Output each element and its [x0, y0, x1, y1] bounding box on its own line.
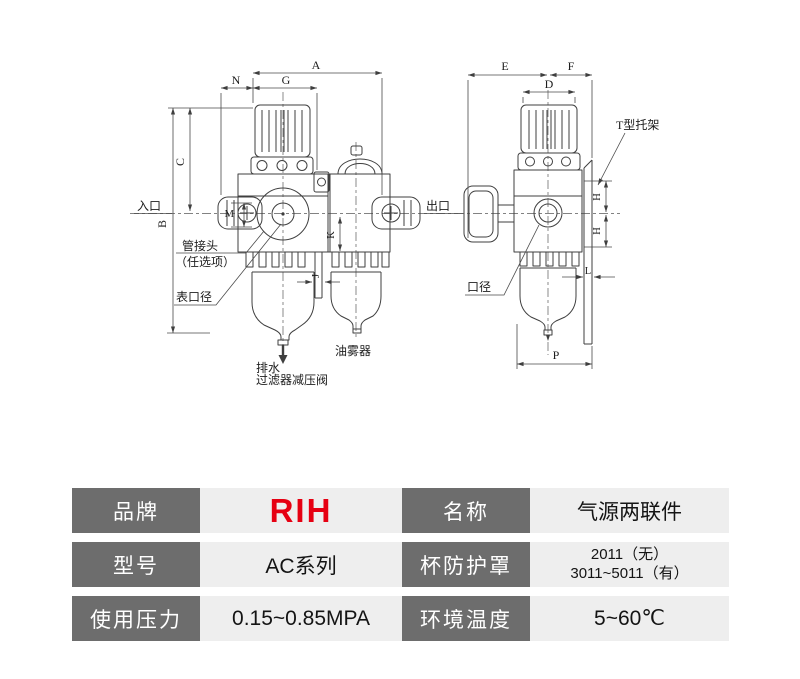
- dim-h-upper-label: H: [592, 193, 603, 201]
- dim-d-label: D: [545, 77, 554, 91]
- spec-label-temperature: 环境温度: [402, 596, 530, 641]
- spec-value-name: 气源两联件: [530, 488, 729, 533]
- unit-name-label: 过滤器减压阀: [256, 373, 328, 387]
- spec-value-model: AC系列: [200, 542, 402, 587]
- regulator-knob: [254, 104, 311, 158]
- spec-label-name: 名称: [402, 488, 530, 533]
- side-knob: [520, 104, 578, 154]
- front-view-callouts: 入口 出口 管接头 （任选项） 表口径 油雾器 排水 过滤器减压阀: [134, 199, 458, 387]
- regulator-collar: [250, 156, 314, 175]
- t-bracket: [583, 159, 593, 345]
- fitting-note-line2: （任选项）: [175, 255, 235, 269]
- dim-a-label: A: [312, 58, 321, 72]
- pressure-gauge-side: [463, 185, 515, 243]
- dim-b-label: B: [155, 220, 169, 228]
- spec-label-cup-cover: 杯防护罩: [402, 542, 530, 587]
- dim-m-label: M: [225, 209, 235, 220]
- lubricator-bowl: [330, 271, 382, 334]
- side-collar: [517, 152, 581, 171]
- port-bore: [533, 198, 563, 228]
- dim-l-label: L: [585, 266, 591, 277]
- dim-k-label: K: [326, 231, 337, 239]
- bracket-label: T型托架: [616, 118, 659, 132]
- dim-c-label: C: [173, 158, 187, 166]
- drain-arrow-icon: [278, 345, 288, 364]
- spec-label-model: 型号: [72, 542, 200, 587]
- centerlines: [130, 92, 466, 362]
- flange-ribs: [238, 251, 390, 268]
- spec-value-brand: RIH: [200, 488, 402, 533]
- side-view-callouts: 口径 T型托架: [465, 118, 659, 296]
- cup-cover-line2: 3011~5011（有）: [570, 564, 689, 582]
- spec-value-cup-cover: 2011（无） 3011~5011（有）: [530, 542, 729, 587]
- gauge-port-label: 表口径: [176, 290, 212, 304]
- inlet-label: 入口: [137, 199, 161, 213]
- port-size-label: 口径: [467, 280, 491, 294]
- dim-f-label: F: [568, 59, 575, 73]
- dim-h-lower-label: H: [592, 227, 603, 235]
- spec-value-pressure: 0.15~0.85MPA: [200, 596, 402, 641]
- dim-j-label: J: [311, 274, 322, 278]
- side-bowl: [519, 267, 577, 341]
- drip-tube: [314, 252, 323, 299]
- dim-g-label: G: [282, 73, 291, 87]
- dim-n-label: N: [232, 73, 241, 87]
- spec-label-brand: 品牌: [72, 488, 200, 533]
- spec-value-temperature: 5~60℃: [530, 596, 729, 641]
- outlet-label: 出口: [426, 199, 450, 213]
- dim-e-label: E: [501, 59, 508, 73]
- lubricator-body: [329, 145, 391, 253]
- front-view-drawing: A N G C B M K J 入口 出口: [130, 58, 466, 387]
- side-view-drawing: E F D H H L P 口径 T型托架: [455, 59, 659, 369]
- spec-label-pressure: 使用压力: [72, 596, 200, 641]
- drain-label: 排水: [256, 361, 280, 375]
- cup-cover-line1: 2011（无）: [590, 545, 669, 563]
- fitting-note-line1: 管接头: [182, 238, 218, 253]
- spec-table: 品牌 RIH 名称 气源两联件 型号 AC系列 杯防护罩 2011（无） 301…: [72, 488, 729, 641]
- gauge-face: [256, 187, 310, 241]
- regulator-body: [237, 171, 330, 253]
- lubricator-label: 油雾器: [335, 344, 371, 358]
- dim-p-label: P: [553, 348, 560, 362]
- side-view-dimensions: E F D H H L P: [467, 59, 615, 369]
- outlet-fitting: [371, 196, 421, 230]
- front-view-dimensions: A N G C B M K J: [155, 58, 383, 334]
- technical-drawing: A N G C B M K J 入口 出口: [130, 58, 659, 387]
